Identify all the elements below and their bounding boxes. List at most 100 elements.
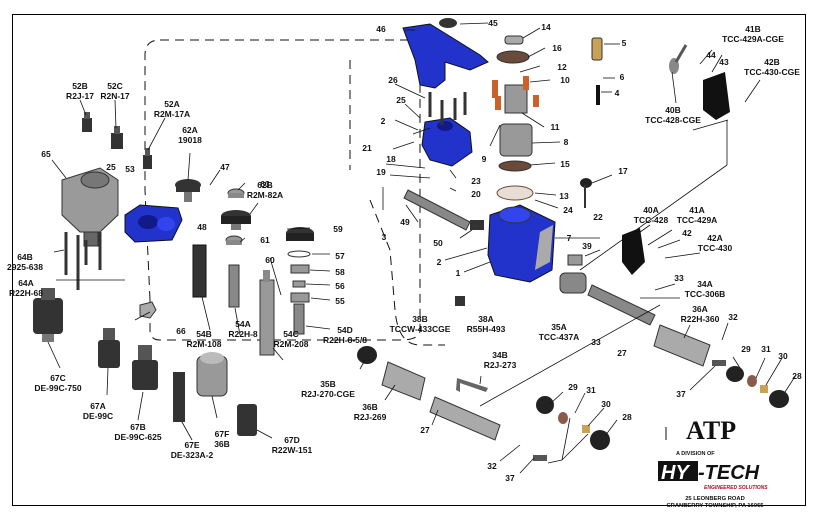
part-label-22: 22	[593, 212, 602, 223]
part-number: 33	[674, 273, 684, 283]
part-code: R2J-269	[353, 411, 387, 422]
part-label-30b: 30	[601, 399, 610, 410]
part-number: 28	[792, 371, 802, 381]
gearbox-housing-part	[61, 167, 119, 247]
part-label-65: 65	[41, 149, 50, 160]
part-label-63: 63	[260, 179, 270, 190]
part-number: 15	[560, 159, 570, 169]
tube-36a	[653, 324, 711, 367]
part-label-18: 18	[386, 154, 395, 165]
part-label-24: 24	[563, 205, 573, 216]
part-number: 36A	[692, 304, 708, 314]
plate-16	[496, 50, 530, 64]
part-number: 24	[563, 205, 573, 215]
part-label-29: 29	[741, 344, 751, 355]
part-number: 7	[566, 233, 572, 243]
part-code: R2J-17	[66, 90, 94, 101]
bearing-61	[225, 235, 243, 245]
part-number: 62A	[182, 125, 198, 135]
part-number: 41A	[689, 205, 705, 215]
plate-15	[498, 160, 532, 172]
fitting-38a	[455, 296, 465, 306]
blue-cover-part	[124, 204, 183, 243]
part-label-30: 30	[778, 351, 787, 362]
tube-36b	[381, 361, 426, 401]
adapter-67e	[173, 372, 185, 422]
part-label-42: 42	[682, 228, 691, 239]
main-housing-1	[487, 204, 556, 283]
gasket-13	[496, 185, 534, 201]
part-number: 8	[563, 137, 569, 147]
part-number: 67A	[90, 401, 106, 411]
part-number: 32	[728, 312, 738, 322]
part-number: 62B	[257, 180, 273, 190]
part-number: 29	[741, 344, 751, 354]
part-number: 35A	[551, 322, 567, 332]
screws-26	[428, 92, 467, 125]
part-label-61: 61	[260, 235, 269, 246]
part-number: 43	[719, 57, 729, 67]
part-number: 21	[362, 143, 372, 153]
part-label-15: 15	[560, 159, 570, 170]
part-code: TCCW-433CGE	[389, 323, 451, 334]
part-label-25b: 25	[396, 95, 405, 106]
part-number: 29	[568, 382, 578, 392]
part-number: 41B	[745, 24, 761, 34]
part-number: 60	[265, 255, 275, 265]
valve-35a	[559, 272, 587, 294]
subassembly-dashed-outline-right	[349, 60, 445, 346]
pinion-52a	[143, 148, 152, 169]
nut-29b	[536, 396, 554, 414]
part-code: TCC-428-CGE	[645, 114, 701, 125]
part-number: 35B	[320, 379, 336, 389]
part-label-20: 20	[471, 189, 480, 200]
part-number: 67E	[184, 440, 200, 450]
screws-64	[64, 232, 102, 290]
part-code: R55H-493	[466, 323, 506, 334]
fitting-39	[567, 254, 583, 266]
part-label-44: 44	[706, 50, 716, 61]
part-number: 14	[541, 22, 551, 32]
tech-text: -TECH	[698, 462, 760, 483]
part-number: 40B	[665, 105, 681, 115]
part-number: 67B	[130, 422, 146, 432]
part-number: 37	[676, 389, 686, 399]
part-label-2b: 2	[437, 257, 442, 268]
part-label-60: 60	[265, 255, 275, 266]
adapter-67f	[196, 352, 228, 397]
part-label-13: 13	[559, 191, 568, 202]
part-number: 38A	[478, 314, 494, 324]
part-number: 12	[557, 62, 567, 72]
chuck-67b	[132, 345, 158, 390]
part-number: 44	[706, 50, 716, 60]
part-label-9: 9	[482, 154, 487, 165]
bearing-63	[227, 188, 245, 198]
part-number: 34B	[492, 350, 508, 360]
part-number: 57	[335, 251, 345, 261]
part-code: 2925-638	[7, 261, 43, 272]
field-8	[499, 123, 533, 157]
part-code: R22H-8	[228, 328, 258, 339]
part-code: TCC-437A	[538, 331, 580, 342]
part-number: 34A	[697, 279, 713, 289]
part-code: R22H-68	[8, 287, 44, 298]
part-label-50: 50	[433, 238, 442, 249]
part-code: R22H-8-5/8	[323, 334, 367, 345]
part-number: 47	[220, 162, 230, 172]
part-number: 19	[376, 167, 386, 177]
part-number: 63	[260, 179, 270, 189]
part-number: 31	[761, 344, 771, 354]
lever-34b	[456, 378, 488, 392]
part-number: 52B	[72, 81, 88, 91]
part-number: 1	[455, 268, 461, 278]
part-label-57: 57	[335, 251, 345, 262]
